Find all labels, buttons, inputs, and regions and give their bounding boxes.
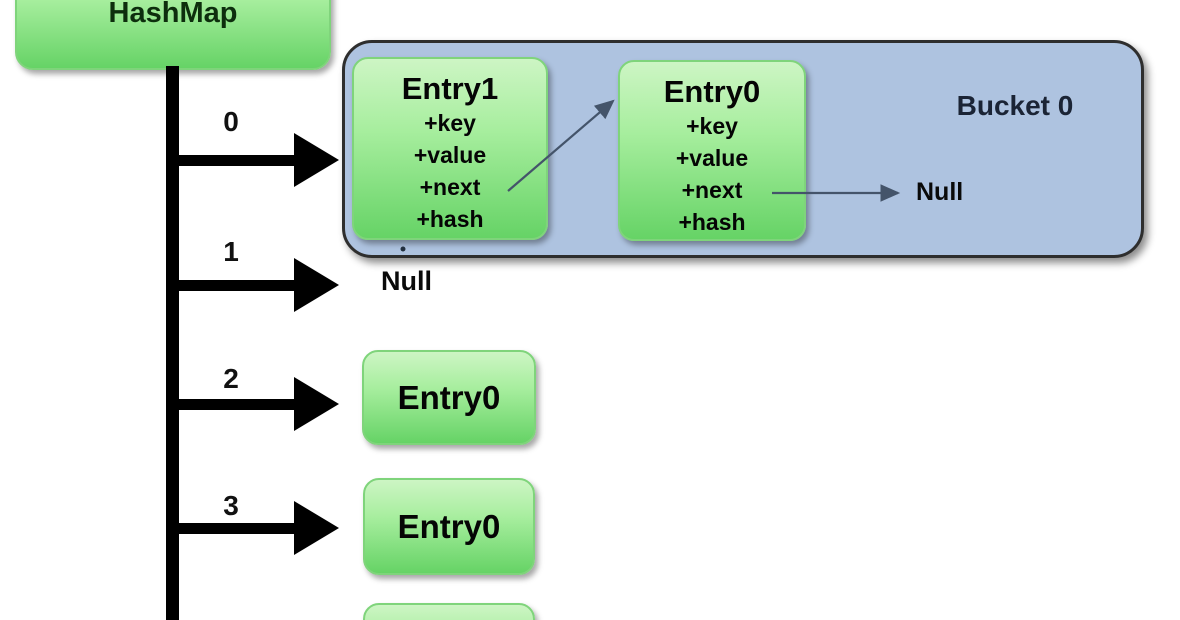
slot-4-entry-node xyxy=(363,603,535,620)
hashmap-root-node: HashMap xyxy=(15,0,331,70)
arrow-stem xyxy=(170,399,296,410)
slot-arrow-3-icon xyxy=(170,501,339,555)
entry0-field-key: +key xyxy=(686,113,738,139)
slot-index-3: 3 xyxy=(223,490,239,521)
hashmap-root-label: HashMap xyxy=(108,0,238,29)
arrow-stem xyxy=(170,523,296,534)
slot-3-entry-node: Entry0 xyxy=(363,478,535,575)
arrow-head xyxy=(294,133,339,187)
slot-arrow-0-icon xyxy=(170,133,339,187)
entry-node-label: Entry0 xyxy=(397,507,501,545)
arrow-head xyxy=(294,377,339,431)
entry0-title: Entry0 xyxy=(663,74,761,109)
arrow-head xyxy=(294,258,339,312)
slot-index-1: 1 xyxy=(223,236,239,267)
bucket0-title: Bucket 0 xyxy=(956,90,1074,121)
bucket0-null-value: Null xyxy=(916,178,964,206)
entry1-title: Entry1 xyxy=(401,71,499,106)
entry-node-label: Entry0 xyxy=(397,378,501,416)
slot-arrow-2-icon xyxy=(170,377,339,431)
bucket-array-rail xyxy=(166,66,179,620)
slot-index-0: 0 xyxy=(223,106,239,137)
entry1-field-key: +key xyxy=(424,110,476,136)
slot-2-entry-node: Entry0 xyxy=(362,350,536,445)
slot-index-4: 4 xyxy=(206,615,256,620)
slot-1-null-value: Null xyxy=(381,266,432,296)
bucket0-entry1-card: Entry1 +key +value +next +hash xyxy=(352,57,548,240)
entry1-field-next: +next xyxy=(419,174,481,200)
entry0-field-hash: +hash xyxy=(678,209,746,235)
entry1-field-hash: +hash xyxy=(416,206,484,232)
slot-index-2: 2 xyxy=(223,363,239,394)
entry1-field-value: +value xyxy=(413,142,487,168)
bucket0-entry0-card: Entry0 +key +value +next +hash xyxy=(618,60,806,241)
arrow-stem xyxy=(170,280,296,291)
arrow-stem xyxy=(170,155,296,166)
arrow-head xyxy=(294,501,339,555)
entry0-field-next: +next xyxy=(681,177,743,203)
entry0-field-value: +value xyxy=(675,145,749,171)
slot-arrow-1-icon xyxy=(170,258,339,312)
